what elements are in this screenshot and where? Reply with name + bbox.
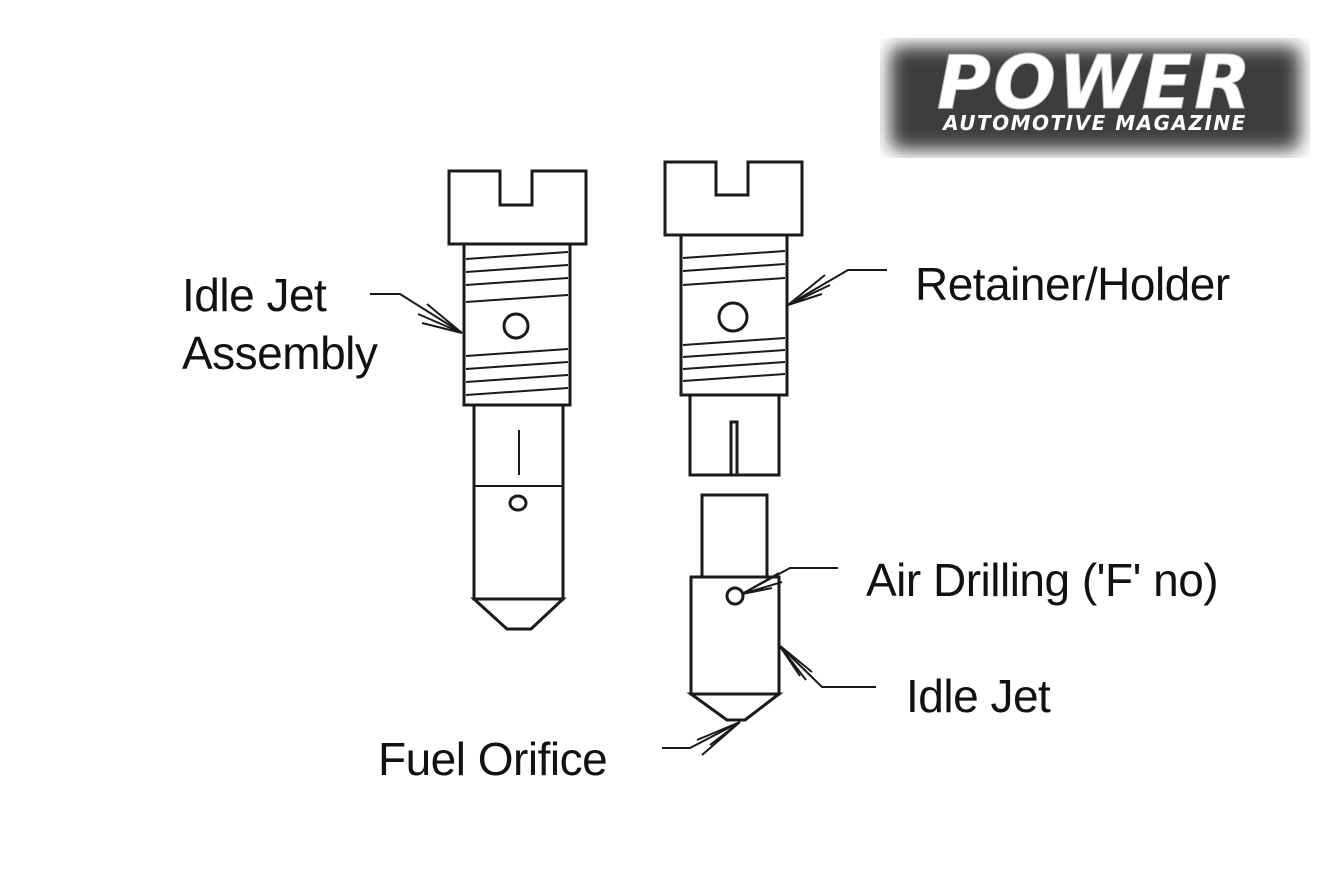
assembly-threads [465, 251, 569, 396]
assembly-head [447, 169, 588, 246]
retainer-slot [729, 420, 739, 475]
label-idle-jet-assembly-line1: Idle Jet [182, 269, 327, 321]
assembly-tip [470, 597, 567, 631]
retainer-holder-drawing [663, 160, 804, 477]
leader-idle-jet [778, 644, 876, 688]
label-idle-jet-assembly-line2: Assembly [182, 327, 378, 379]
logo-title: POWER [937, 40, 1253, 126]
idle-jet-drawing [686, 493, 784, 722]
retainer-cross-hole [717, 301, 749, 333]
retainer-threads [682, 250, 786, 382]
logo-subtitle: AUTOMOTIVE MAGAZINE [941, 111, 1247, 135]
assembly-cross-hole [502, 312, 530, 340]
leader-air-drilling [741, 567, 838, 595]
label-idle-jet: Idle Jet [906, 670, 1051, 722]
label-fuel-orifice: Fuel Orifice [378, 733, 608, 785]
leader-retainer-holder [787, 269, 887, 306]
idle-jet-assembly-drawing [447, 169, 588, 631]
power-magazine-logo: POWER AUTOMOTIVE MAGAZINE [890, 40, 1300, 150]
air-drilling-hole [725, 586, 745, 606]
leader-fuel-orifice [662, 721, 741, 756]
label-air-drilling: Air Drilling ('F' no) [866, 554, 1219, 606]
leader-idle-jet-assembly [370, 293, 463, 334]
assembly-small-hole [508, 494, 528, 512]
retainer-head [663, 160, 804, 237]
label-retainer-holder: Retainer/Holder [915, 258, 1230, 310]
idle-jet-tip [686, 692, 784, 722]
retainer-stem [688, 393, 781, 477]
idle-jet-shank [700, 493, 769, 579]
